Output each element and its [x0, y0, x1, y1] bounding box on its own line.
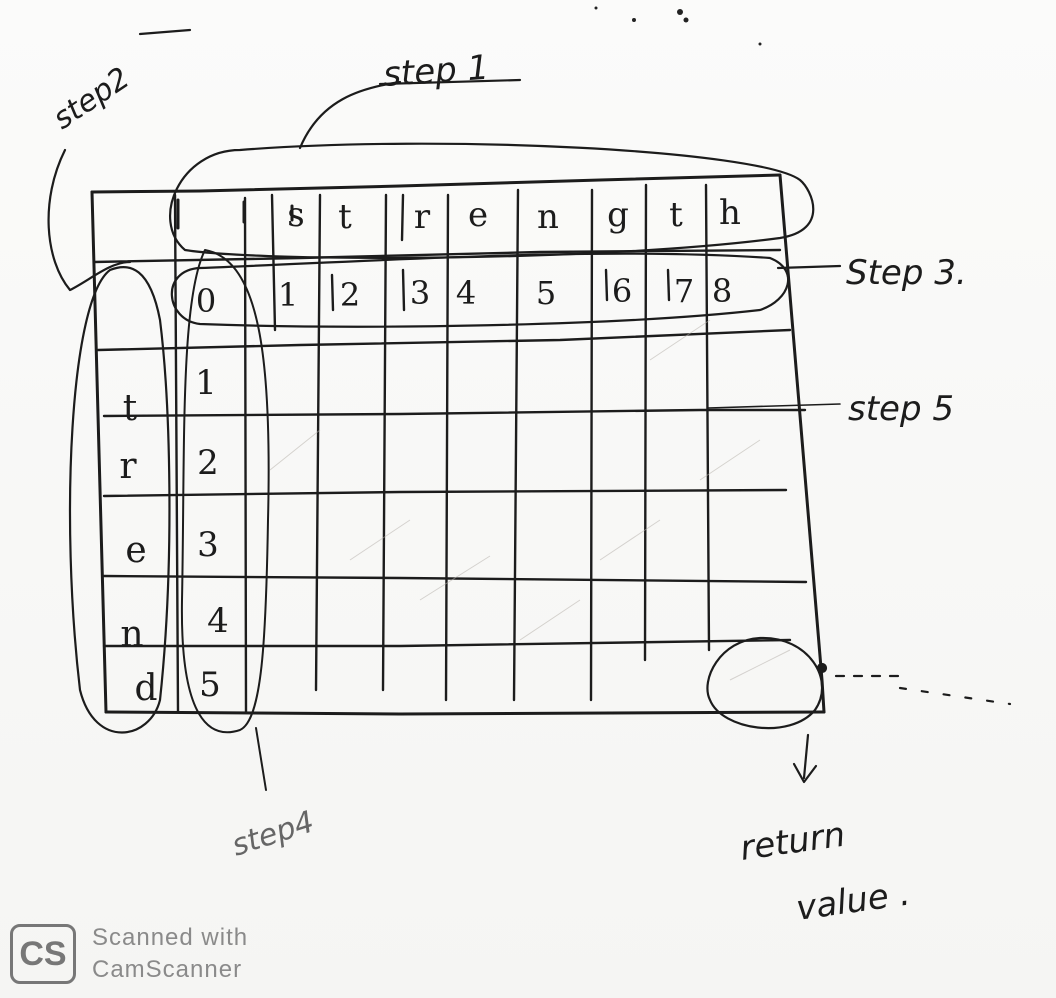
step3-label: Step 3.: [846, 253, 967, 293]
header-letter: h: [719, 193, 741, 233]
column-dividers: [173, 183, 711, 714]
step4-loop: [180, 249, 270, 791]
index-cell: 4: [456, 274, 476, 312]
return-label-line1: return: [738, 815, 848, 869]
side-number: 4: [207, 601, 229, 641]
pencil-strokes: [269, 319, 791, 681]
side-letter: d: [134, 668, 157, 709]
index-cell: 0: [196, 282, 216, 320]
side-number: 1: [195, 363, 217, 403]
watermark-line2: CamScanner: [92, 956, 243, 983]
header-letter: r: [414, 197, 431, 237]
return-value-marker: [706, 636, 1012, 784]
index-cell: 5: [536, 274, 556, 312]
index-cell: 6: [612, 272, 632, 310]
step3-loop: [170, 252, 842, 328]
step2-loop: [47, 28, 192, 734]
watermark-line1: Scanned with: [92, 924, 249, 951]
index-cell: 3: [410, 274, 430, 312]
side-letter: e: [125, 530, 146, 571]
row-dividers: [92, 248, 808, 648]
return-label-line2: value .: [794, 873, 913, 929]
step4-label: step4: [228, 804, 319, 863]
step5-label: step 5: [848, 389, 954, 429]
header-letter: t: [338, 197, 352, 237]
step2-label: step2: [47, 61, 136, 137]
side-letter: t: [123, 388, 138, 429]
header-letter: g: [607, 195, 629, 235]
side-letter: n: [120, 614, 143, 655]
paper-specks: [594, 6, 762, 46]
header-ticks: [176, 198, 294, 230]
camscanner-watermark: CS Scanned with CamScanner: [8, 922, 278, 988]
index-cell: 7: [674, 272, 694, 310]
index-cell: 8: [712, 272, 732, 310]
side-number: 2: [197, 443, 219, 483]
index-cell: 2: [340, 276, 360, 314]
camscanner-logo-icon: CS: [10, 924, 76, 984]
header-letter: s: [287, 195, 304, 235]
index-cell: 1: [278, 276, 298, 314]
side-number: 3: [197, 525, 219, 565]
step1-loop: [169, 78, 815, 259]
side-number: 5: [199, 665, 221, 705]
header-letter: t: [669, 195, 683, 235]
header-letter: n: [537, 197, 559, 237]
side-letter: r: [119, 446, 137, 487]
header-letter: e: [468, 195, 488, 235]
step1-label: step 1: [382, 48, 491, 95]
step5-pointer: [707, 403, 841, 409]
